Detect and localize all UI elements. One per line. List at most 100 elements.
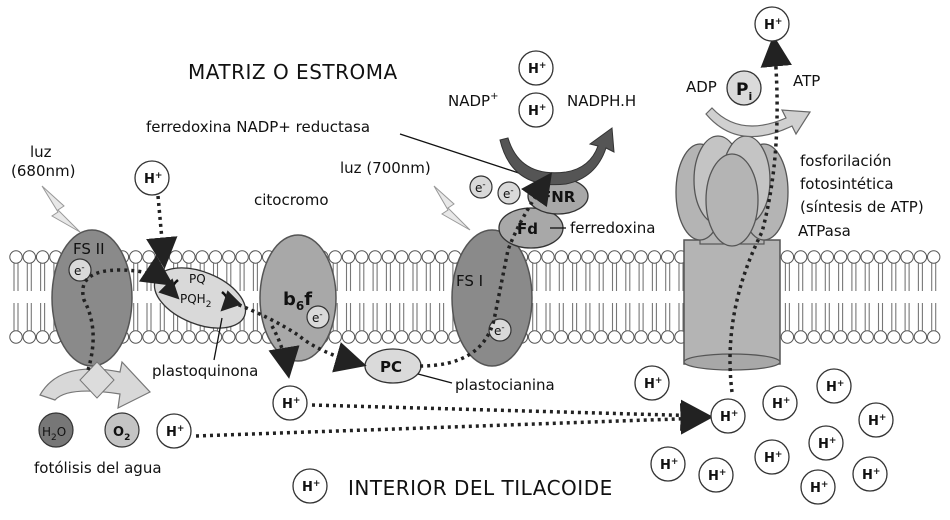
proton-14: H+ xyxy=(698,457,734,493)
lipid-head xyxy=(607,330,622,344)
light-bolt-700-icon xyxy=(433,185,471,231)
lipid-head xyxy=(155,330,170,344)
proton-circle xyxy=(754,439,790,475)
proton-circle xyxy=(698,457,734,493)
lipid-head xyxy=(421,330,435,344)
pc-label: PC xyxy=(380,358,402,376)
proton-circle xyxy=(816,368,852,404)
proton-16: H+ xyxy=(808,425,844,461)
proton-18: H+ xyxy=(852,456,888,492)
proton-path-lumen-to-pool-1 xyxy=(311,399,712,432)
lipid-head xyxy=(142,250,156,264)
proton-label: H+ xyxy=(660,457,678,473)
lipid-head xyxy=(395,330,409,344)
lipid-head xyxy=(381,250,396,264)
proton-circle xyxy=(858,402,894,438)
proton-9: H+ xyxy=(710,398,746,434)
ps1-label: FS I xyxy=(456,272,483,290)
lumen-title: INTERIOR DEL TILACOIDE xyxy=(348,476,613,500)
proton-label: H+ xyxy=(862,467,880,483)
lipid-head xyxy=(913,330,928,344)
proton-3: H+ xyxy=(518,92,554,128)
atp-synthase-base xyxy=(683,353,781,371)
proton-circle xyxy=(292,468,328,504)
proton-group: H+H+H+H+H+H+H+H+H+H+H+H+H+H+H+H+H+H+ xyxy=(134,6,894,505)
proton-13: H+ xyxy=(650,446,686,482)
proton-label: H+ xyxy=(868,413,886,429)
proton-7: H+ xyxy=(292,468,328,504)
lipid-head xyxy=(368,330,382,344)
lipid-head xyxy=(780,330,795,344)
lipid-head xyxy=(35,250,50,264)
lipid-head xyxy=(594,250,608,264)
atpasa-label: ATPasa xyxy=(798,222,851,240)
proton-label: H+ xyxy=(282,396,300,412)
proton-circle xyxy=(634,365,670,401)
lipid-head xyxy=(248,330,263,344)
proton-circle xyxy=(518,92,554,128)
lipid-head xyxy=(594,330,608,344)
proton-path-lumen-to-pool-2 xyxy=(195,403,712,438)
electron-ps2: e- xyxy=(68,258,92,282)
proton-circle xyxy=(650,446,686,482)
light-bolt-680-icon xyxy=(41,185,81,233)
lipid-head xyxy=(567,330,582,344)
ferredoxin-label: ferredoxina xyxy=(570,219,655,237)
lipid-head xyxy=(341,250,356,264)
proton-10: H+ xyxy=(762,385,798,421)
lipid-head xyxy=(528,330,542,344)
lipid-head xyxy=(208,250,223,264)
lipid-head xyxy=(807,330,821,344)
lipid-head xyxy=(621,330,635,344)
lipid-head xyxy=(634,250,648,264)
lipid-head xyxy=(860,250,874,264)
lipid-head xyxy=(541,330,555,344)
lipid-head xyxy=(927,250,941,264)
lipid-head xyxy=(541,250,555,264)
lipid-head xyxy=(900,330,914,344)
light-680-wavelength: (680nm) xyxy=(11,162,75,180)
lipid-head xyxy=(647,250,662,264)
lipid-head xyxy=(408,330,422,344)
lipid-head xyxy=(820,330,834,344)
lipid-head xyxy=(168,330,183,344)
lipid-head xyxy=(887,250,901,264)
plastoquinone-pointer xyxy=(213,317,223,361)
phosphorylation-line-3: (síntesis de ATP) xyxy=(800,198,924,216)
proton-label: H+ xyxy=(826,379,844,395)
cytochrome-label: citocromo xyxy=(254,191,329,209)
lipid-head xyxy=(22,330,36,344)
lipid-head xyxy=(182,330,196,344)
lipid-head xyxy=(434,250,449,264)
nadp-label: NADP+ xyxy=(448,91,498,110)
lipid-head xyxy=(129,250,143,264)
pqh2-label: PQH2 xyxy=(180,292,211,310)
proton-circle xyxy=(754,6,790,42)
lipid-head xyxy=(927,330,941,344)
lipid-head xyxy=(820,250,834,264)
lipid-head xyxy=(355,250,369,264)
pq-label: PQ xyxy=(189,272,206,286)
lipid-head xyxy=(621,250,635,264)
proton-circle xyxy=(156,413,192,449)
lipid-head xyxy=(142,330,156,344)
proton-11: H+ xyxy=(816,368,852,404)
proton-17: H+ xyxy=(800,469,836,505)
lipid-head xyxy=(554,330,568,344)
proton-label: H+ xyxy=(720,409,738,425)
lipid-head xyxy=(328,330,342,344)
atp-label: ATP xyxy=(793,72,820,90)
lipid-head xyxy=(661,330,675,344)
lipid-head xyxy=(182,250,196,264)
proton-label: H+ xyxy=(144,171,162,187)
lipid-head xyxy=(222,250,236,264)
proton-label: H+ xyxy=(772,396,790,412)
fd-label: Fd xyxy=(517,220,538,238)
proton-15: H+ xyxy=(754,439,790,475)
lipid-head xyxy=(794,250,808,264)
svg-text:O2: O2 xyxy=(113,425,130,443)
nadph-label: NADPH.H xyxy=(567,92,636,110)
lipid-head xyxy=(235,330,249,344)
proton-label: H+ xyxy=(528,103,546,119)
lipid-head xyxy=(873,250,888,264)
